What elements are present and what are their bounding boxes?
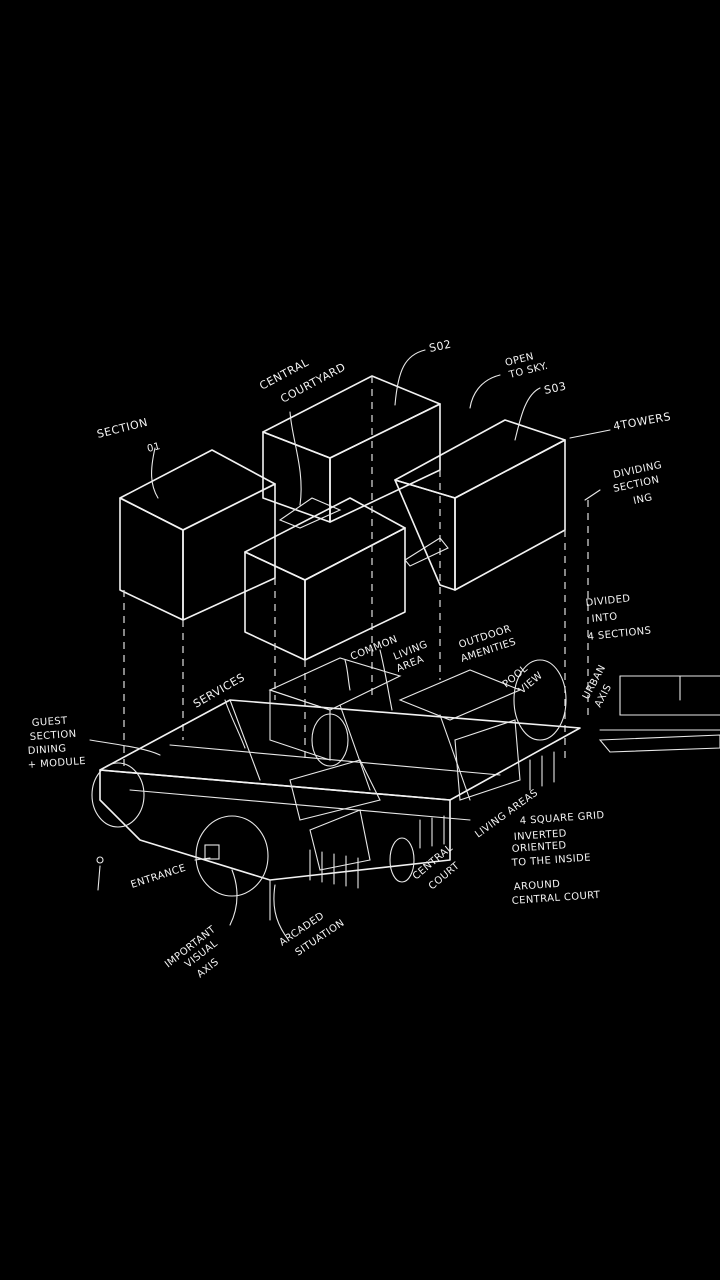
label-outdoor-amenities: OUTDOOR AMENITIES: [458, 624, 518, 665]
label-4-towers: 4TOWERS: [612, 410, 672, 433]
svg-text:INTO: INTO: [591, 611, 618, 625]
svg-text:TO THE INSIDE: TO THE INSIDE: [510, 852, 591, 869]
svg-text:4 SQUARE GRID: 4 SQUARE GRID: [519, 810, 604, 827]
label-section-01: SECTION 01: [96, 416, 162, 455]
svg-text:ING: ING: [632, 492, 653, 507]
tower-s03: [394, 419, 566, 591]
label-dividing-section: DIVIDING SECTION ING: [612, 460, 663, 507]
svg-text:ORIENTED: ORIENTED: [511, 840, 567, 855]
svg-text:INVERTED: INVERTED: [513, 828, 567, 843]
projection-lines: [123, 376, 589, 770]
courtyard-hatch-2: [404, 537, 449, 567]
svg-text:4 SECTIONS: 4 SECTIONS: [587, 625, 652, 643]
label-urban-axis: URBAN AXIS: [581, 663, 614, 709]
svg-text:01: 01: [146, 441, 162, 455]
label-pool-view: POOL VIEW: [501, 663, 545, 696]
label-important-visual-axis: IMPORTANT VISUAL AXIS: [163, 924, 221, 981]
label-s02: S02: [428, 338, 453, 355]
tower-front: [244, 497, 406, 661]
svg-text:+ MODULE: + MODULE: [27, 756, 86, 771]
ground-plan: [91, 657, 581, 921]
label-open-to-sky: OPEN TO SKY.: [504, 351, 549, 381]
svg-text:DIVIDED: DIVIDED: [585, 593, 631, 609]
svg-text:AROUND: AROUND: [513, 879, 560, 893]
svg-text:SECTION: SECTION: [29, 729, 77, 743]
courtyard-hatch: [278, 497, 342, 529]
svg-text:CENTRAL COURT: CENTRAL COURT: [511, 890, 601, 907]
label-services: SERVICES: [191, 671, 247, 711]
svg-text:GUEST: GUEST: [31, 715, 68, 729]
person-figure: [96, 856, 104, 891]
label-around-note: AROUND CENTRAL COURT: [511, 879, 601, 907]
label-grid-note: 4 SQUARE GRID INVERTED ORIENTED TO THE I…: [510, 810, 604, 869]
leader-lines: [89, 349, 611, 936]
label-central-court: CENTRAL COURT: [411, 843, 462, 893]
label-arcaded-situation: ARCADED SITUATION: [278, 910, 347, 958]
label-s03: S03: [543, 380, 568, 397]
label-entrance: ENTRANCE: [130, 863, 188, 891]
label-guest-section: GUEST SECTION DINING + MODULE: [27, 715, 86, 771]
label-central-courtyard: CENTRAL COURTYARD: [257, 356, 348, 406]
label-common: COMMON: [349, 634, 399, 663]
tower-section-01: [119, 449, 276, 621]
urban-axis-block: [598, 675, 720, 753]
svg-text:SECTION: SECTION: [96, 416, 150, 441]
label-divided-into: DIVIDED INTO 4 SECTIONS: [585, 593, 652, 643]
svg-text:DINING: DINING: [27, 743, 66, 757]
